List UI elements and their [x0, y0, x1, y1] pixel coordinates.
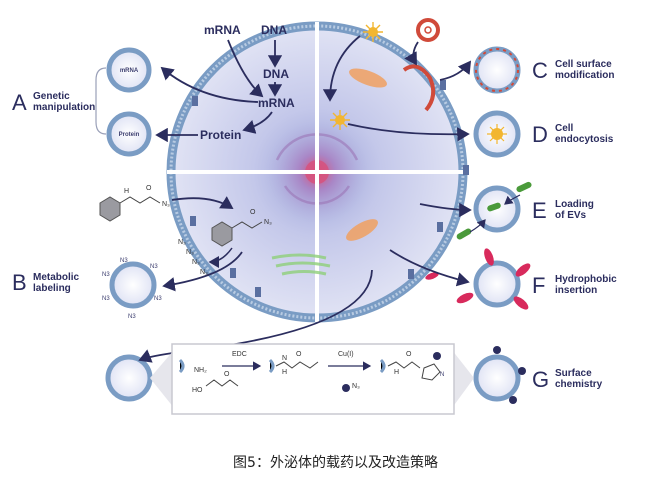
n3-label: N₃: [200, 269, 208, 276]
vesicle-protein-label: Protein: [119, 132, 140, 138]
panel-label-c: C Cell surface modification: [532, 58, 614, 83]
panel-letter: F: [532, 273, 545, 298]
central-dogma: mRNA DNA DNA mRNA Protein: [155, 23, 295, 143]
reaction-panel: NH₂ EDC HO O H N O Cu(I) N₃ H O N: [150, 343, 474, 415]
vesicle-mrna: mRNA: [106, 47, 152, 93]
figure-caption: 图5：外泌体的载药以及改造策略: [233, 455, 438, 471]
mrna-top-label: mRNA: [204, 23, 241, 37]
vesicle-hydrophobic: [425, 248, 531, 310]
panel-label-d: D Cell endocytosis: [532, 122, 614, 147]
vesicle-surface-modified: [473, 46, 521, 94]
n3-label: N₃: [264, 219, 272, 226]
dna-top-label: DNA: [261, 23, 287, 37]
panel-text: Metabolic: [33, 272, 80, 283]
panel-letter: G: [532, 367, 549, 392]
vesicle-endocytosis: [473, 110, 521, 158]
panel-label-b: B Metabolic labeling: [12, 270, 80, 295]
vesicle-protein: Protein: [106, 111, 152, 157]
nh2-label: NH₂: [194, 367, 207, 374]
dna-mid-label: DNA: [263, 67, 289, 81]
h-label: H: [124, 188, 129, 195]
o-label: O: [224, 371, 230, 378]
panel-letter: B: [12, 270, 27, 295]
azide-sugar-molecule: H O N₃: [99, 185, 170, 222]
vesicle-loaded: [456, 181, 532, 240]
n3-label: N3: [102, 296, 110, 302]
bracket-a: [95, 67, 107, 135]
panel-letter: C: [532, 58, 548, 83]
edc-label: EDC: [232, 351, 247, 358]
panel-text: Cell surface: [555, 59, 612, 70]
vesicle-start-g: [105, 354, 153, 402]
n3-label: N3: [154, 296, 162, 302]
vesicle-mrna-label: mRNA: [120, 68, 139, 74]
o-label: O: [406, 351, 412, 358]
n3-label: N₃: [162, 201, 170, 208]
vesicle-surface-chem: [473, 346, 526, 404]
n3-label: N3: [120, 258, 128, 264]
endocytosis-pocket: [402, 64, 436, 112]
panel-text: insertion: [555, 285, 597, 296]
protein-label: Protein: [200, 128, 241, 142]
azide-sugar-inside: O N₃ N₃ N₃ N₃ N₃: [178, 209, 272, 276]
n-label: N: [440, 372, 444, 378]
panel-text: Surface: [555, 368, 592, 379]
h-label: H: [282, 369, 287, 376]
panel-text: chemistry: [555, 379, 603, 390]
nanoparticle-inside-icon: [330, 110, 350, 130]
o-label: O: [296, 351, 302, 358]
endoplasmic-reticulum: [271, 253, 331, 276]
vesicle-metabolic: N3 N3 N3 N3 N3 N3: [102, 258, 162, 320]
mitochondrion: [349, 68, 387, 88]
panel-letter: A: [12, 90, 27, 115]
panel-text: Cell: [555, 123, 574, 134]
panel-label-a: A Genetic manipulation: [12, 90, 95, 115]
panel-label-g: G Surface chemistry: [532, 367, 603, 392]
h-label: H: [394, 369, 399, 376]
panel-text: Loading: [555, 199, 594, 210]
n3-label: N3: [102, 272, 110, 278]
panel-text: Hydrophobic: [555, 274, 617, 285]
mrna-mid-label: mRNA: [258, 96, 295, 110]
cell: [166, 21, 469, 323]
mitochondrion: [346, 219, 378, 241]
n-label: N: [282, 355, 287, 362]
panel-label-f: F Hydrophobic insertion: [532, 273, 617, 298]
panel-label-e: E Loading of EVs: [532, 198, 594, 223]
n3-label: N₃: [186, 249, 194, 256]
panel-text: manipulation: [33, 102, 95, 113]
panel-text: endocytosis: [555, 134, 614, 145]
n3-label: N₃: [192, 259, 200, 266]
panel-letter: D: [532, 122, 548, 147]
panel-text: modification: [555, 70, 614, 81]
o-label: O: [146, 185, 152, 192]
panel-text: Genetic: [33, 91, 70, 102]
n3-label: N₃: [352, 383, 360, 390]
panel-letter: E: [532, 198, 547, 223]
n3-label: N3: [128, 314, 136, 320]
liposome-icon: [416, 18, 440, 42]
nanoparticle-icon: [363, 22, 383, 42]
ho-label: HO: [192, 387, 203, 394]
panel-text: labeling: [33, 283, 71, 294]
n3-label: N3: [150, 264, 158, 270]
panel-text: of EVs: [555, 210, 587, 221]
o-label: O: [250, 209, 256, 216]
cu-label: Cu(I): [338, 351, 354, 358]
n3-label: N₃: [178, 239, 186, 246]
